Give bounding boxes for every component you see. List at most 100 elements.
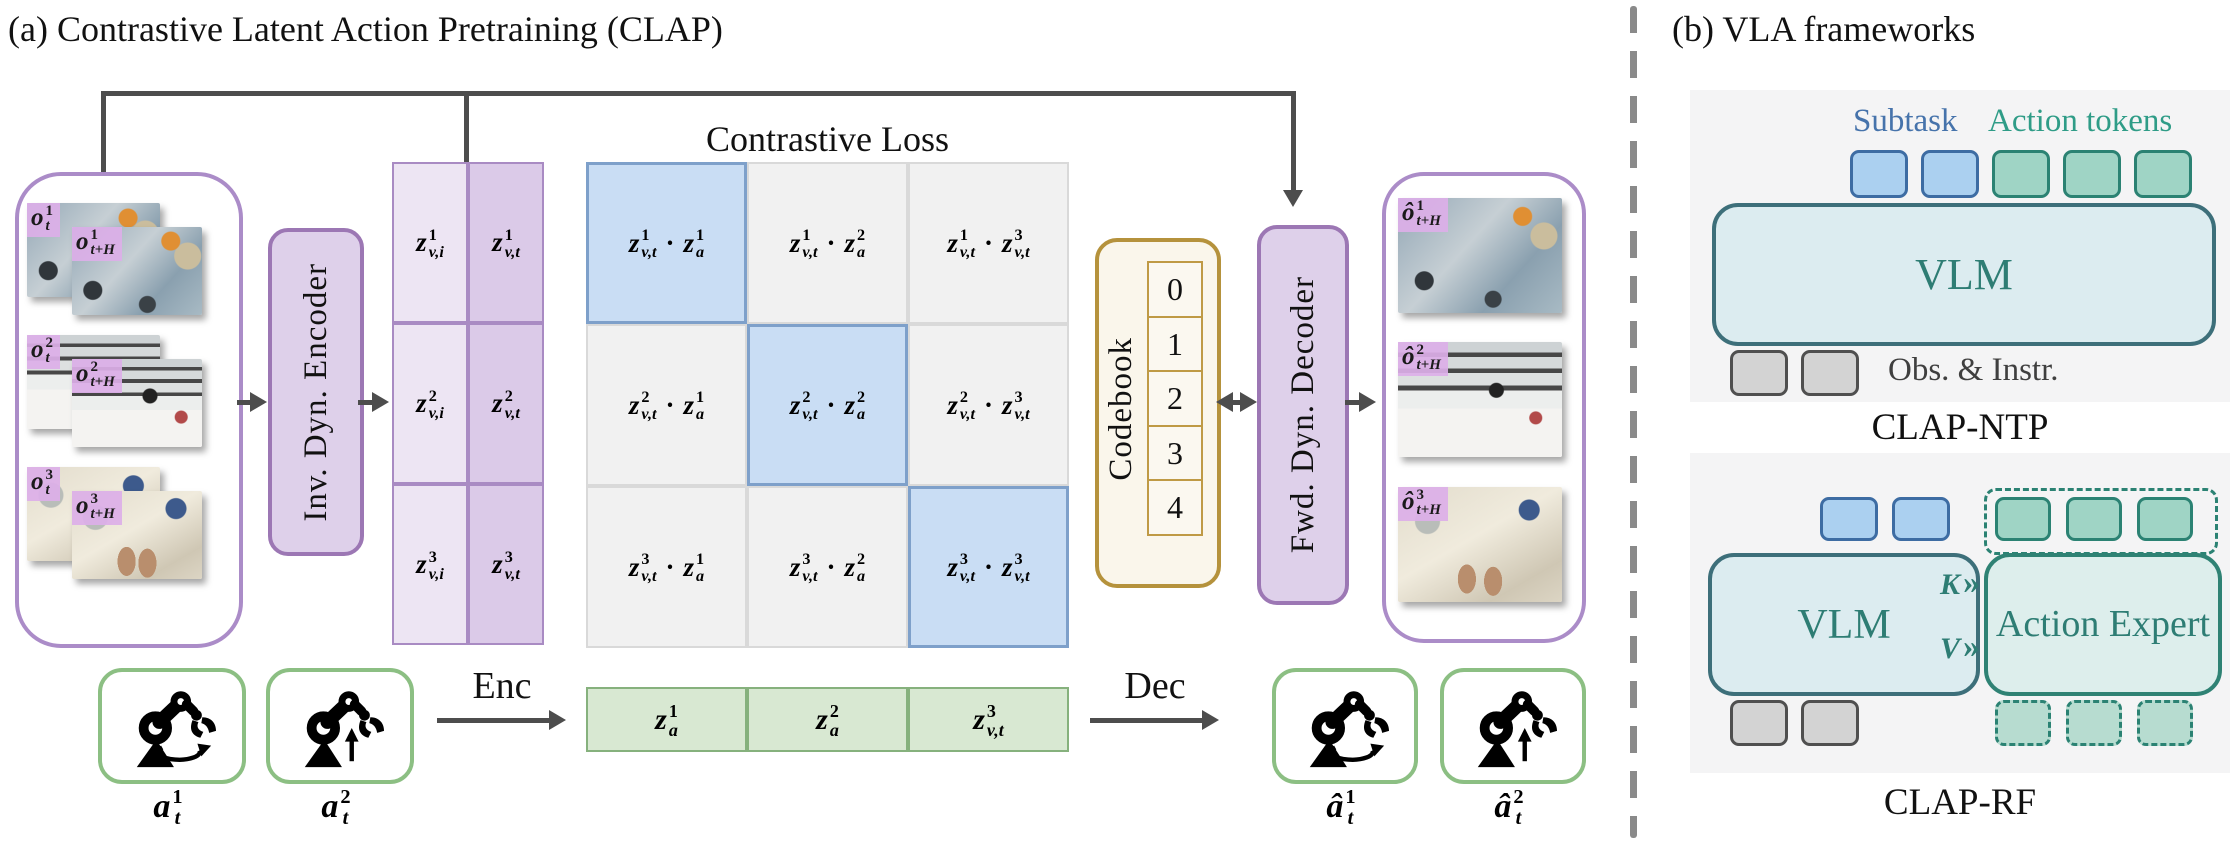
robot-arm-lift-icon [304, 691, 385, 768]
predicted-action-box-2 [1440, 668, 1586, 784]
connector-drop-observations [101, 91, 106, 203]
arrow-decoder-to-predictions [1345, 400, 1361, 405]
v-chevron-icon: » [1963, 628, 1980, 665]
k-chevron-icon: » [1963, 564, 1980, 601]
subtask-token [1892, 497, 1950, 541]
connector-drop-latents [464, 91, 469, 165]
panel-divider [1630, 6, 1637, 838]
top-connector-line [101, 91, 1296, 96]
arrowhead-left-icon [1216, 392, 1233, 412]
action-token [1995, 497, 2051, 541]
obs-instr-label: Obs. & Instr. [1888, 352, 2059, 388]
arrowhead-right-icon [250, 392, 267, 412]
arrow-encoder-to-latents [358, 400, 374, 405]
forward-dynamics-decoder-box: Fwd. Dyn. Decoder [1257, 225, 1349, 605]
noise-action-token [2137, 700, 2193, 746]
noise-action-token [1995, 700, 2051, 746]
clap-ntp-caption: CLAP-NTP [1871, 407, 2049, 448]
arrow-enc [437, 718, 551, 723]
input-token [1730, 350, 1788, 396]
connector-drop-decoder [1291, 91, 1296, 191]
arrowhead-right-icon [1202, 710, 1219, 730]
arrowhead-right-icon [372, 392, 389, 412]
subtask-token [1820, 497, 1878, 541]
dec-label: Dec [1124, 665, 1186, 707]
k-label: K [1940, 568, 1961, 601]
input-token [1730, 700, 1788, 746]
codebook-entries: 0 1 2 3 4 [1147, 261, 1203, 536]
arrow-codebook-decoder [1230, 400, 1242, 405]
vlm-label: VLM [1915, 250, 2013, 299]
action-tokens-heading: Action tokens [1988, 103, 2173, 139]
vlm-box-rf: VLM [1708, 553, 1980, 696]
codebook-entry: 3 [1147, 424, 1203, 482]
action-token [2063, 150, 2121, 198]
action-token [2137, 497, 2193, 541]
input-token [1801, 350, 1859, 396]
action-expert-box: Action Expert [1984, 553, 2222, 696]
arrowhead-right-icon [1240, 392, 1257, 412]
panel-a-title: (a) Contrastive Latent Action Pretrainin… [8, 9, 723, 49]
predicted-action-box-1 [1272, 668, 1418, 784]
subtask-heading: Subtask [1853, 103, 1958, 139]
codebook-entry: 4 [1147, 479, 1203, 536]
codebook-entry: 0 [1147, 261, 1203, 318]
panel-b-title: (b) VLA frameworks [1672, 9, 1976, 49]
action-box-1 [98, 668, 246, 784]
codebook-entry: 1 [1147, 315, 1203, 373]
enc-label: Enc [472, 665, 532, 707]
codebook-label: Codebook [1102, 337, 1139, 481]
subtask-token [1921, 150, 1979, 198]
action-box-2 [266, 668, 414, 784]
v-label: V [1940, 632, 1961, 665]
action-token [2134, 150, 2192, 198]
subtask-token [1850, 150, 1908, 198]
robot-arm-rotate-icon [1309, 691, 1390, 768]
action-token [2066, 497, 2122, 541]
input-token [1801, 700, 1859, 746]
inverse-dynamics-encoder-box: Inv. Dyn. Encoder [268, 228, 364, 556]
decoder-label: Fwd. Dyn. Decoder [1284, 276, 1321, 554]
arrowhead-right-icon [549, 710, 566, 730]
noise-action-token [2066, 700, 2122, 746]
encoder-label: Inv. Dyn. Encoder [297, 262, 334, 522]
robot-arm-rotate-icon [136, 691, 217, 768]
action-expert-label: Action Expert [1995, 603, 2211, 646]
robot-arm-lift-icon [1477, 691, 1558, 768]
